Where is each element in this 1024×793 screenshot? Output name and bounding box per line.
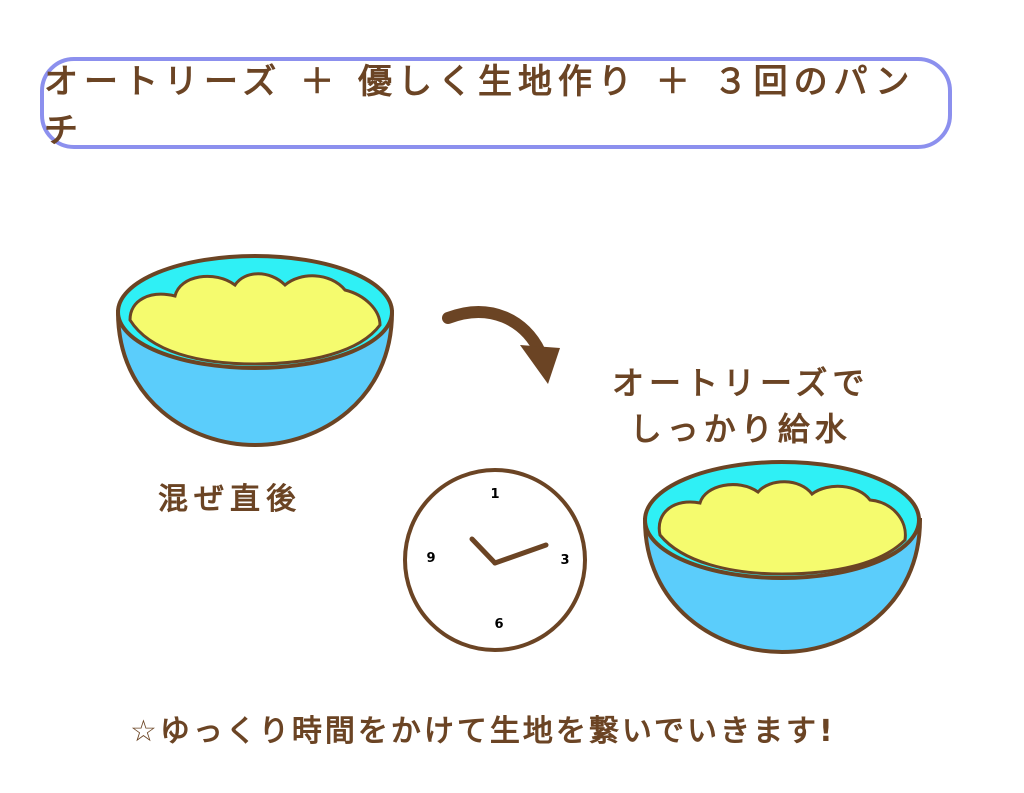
clock-number-9: 9 — [426, 551, 435, 566]
right-caption: オートリーズで しっかり給水 — [612, 360, 869, 452]
footer-text: ☆ゆっくり時間をかけて生地を繋いでいきます! — [130, 714, 836, 749]
curved-arrow-icon — [442, 306, 560, 384]
clock-number-1: 1 — [490, 487, 499, 502]
clock-icon: 1 3 6 9 — [403, 468, 587, 652]
title-text: オートリーズ ＋ 優しく生地作り ＋ ３回のパンチ — [44, 62, 916, 151]
clock-number-6: 6 — [494, 617, 503, 632]
right-caption-line1: オートリーズで — [612, 364, 870, 402]
right-caption-line2: しっかり給水 — [629, 410, 852, 448]
bowl-icon — [642, 460, 923, 655]
title-banner: オートリーズ ＋ 優しく生地作り ＋ ３回のパンチ — [40, 57, 952, 151]
clock-number-3: 3 — [560, 553, 569, 568]
left-caption: 混ぜ直後 — [158, 482, 302, 517]
bowl-icon — [115, 254, 395, 448]
